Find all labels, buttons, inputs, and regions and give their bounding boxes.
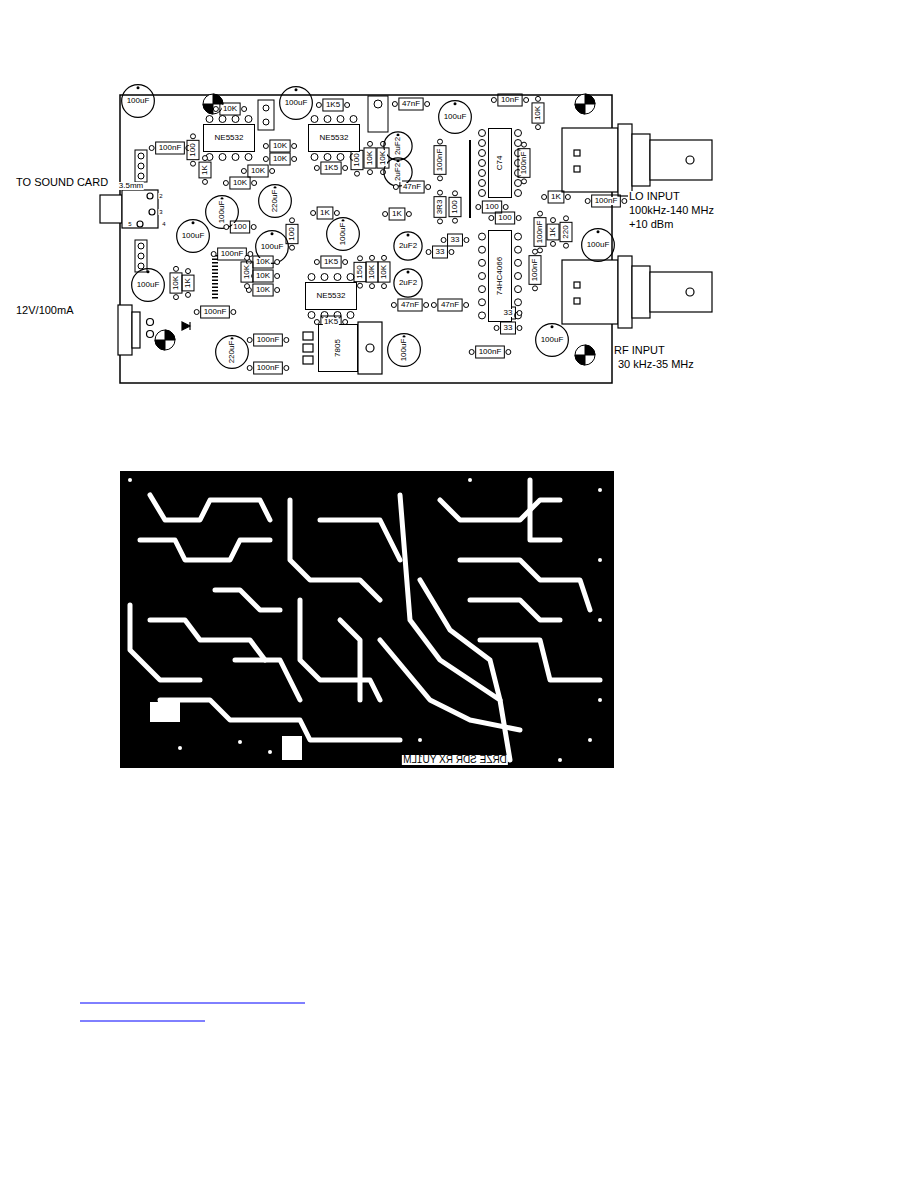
component-value: 100nF (256, 364, 281, 372)
component-value: 10K (250, 167, 266, 175)
component-value: 100nF (436, 148, 444, 173)
component-value: 100uF (126, 97, 151, 105)
component-value: 100uF (540, 336, 565, 344)
component-value: 100uF (284, 99, 309, 107)
component-value: 2uF2 (398, 242, 418, 250)
component-value: 1K (184, 277, 192, 289)
ic-label: NE5532 (320, 134, 349, 142)
component-value: 100nF (536, 220, 544, 245)
component-value: 100nF (256, 336, 281, 344)
component-value: 1K (550, 193, 562, 201)
component-value: 1K (391, 210, 403, 218)
component-value: 10K (255, 272, 271, 280)
ic-label: 7805 (334, 339, 342, 357)
component-value: 10K (222, 105, 238, 113)
component-value: 100 (189, 142, 197, 157)
ic-package: NE5532 (305, 282, 357, 310)
ic-label: NE5532 (215, 134, 244, 142)
component-value: 100 (232, 223, 247, 231)
component-value: 1K (201, 164, 209, 176)
component-value: 10K (534, 105, 542, 121)
component-value: 100uF (136, 281, 161, 289)
component-value: 10nF (500, 96, 520, 104)
component-value: 100uF (218, 200, 226, 225)
component-value: 100nF (158, 144, 183, 152)
component-value: 220uF (228, 340, 236, 365)
component-value: 10K (232, 179, 248, 187)
component-value: 100uF (400, 338, 408, 363)
connector-label: 12V/100mA (15, 305, 74, 316)
component-value: 220 (562, 224, 570, 239)
ic-package: 7805 (318, 324, 358, 372)
component-value: 10K (368, 264, 376, 280)
component-value: 1K5 (323, 318, 339, 326)
component-value: 1K (319, 209, 331, 217)
connector-label: RF INPUT (613, 345, 666, 356)
component-value: 2 (158, 193, 163, 199)
component-value: 47nF (401, 100, 421, 108)
component-value: 100uF (586, 241, 611, 249)
component-value: 1K (549, 226, 557, 238)
component-value: 100nF (478, 348, 503, 356)
component-value: 100nF (203, 308, 228, 316)
component-value: 10K (243, 264, 251, 280)
ic-label: 74HC4066 (496, 257, 504, 295)
component-value: 10K (379, 150, 387, 166)
component-value: 100nF (220, 250, 245, 258)
component-value: 150 (356, 264, 364, 279)
component-value: 10K (255, 286, 271, 294)
component-value: 10K (272, 142, 288, 150)
component-value: 100uF (260, 243, 285, 251)
board-title: DRZE SDR RX YU1LM (402, 755, 508, 765)
ic-package: C74 (488, 128, 512, 198)
component-value: 100 (353, 152, 361, 167)
component-value: 100 (451, 199, 459, 214)
component-value: 10K (366, 150, 374, 166)
ic-label: NE5532 (317, 292, 346, 300)
component-value: 1K5 (323, 258, 339, 266)
component-value: 3R3 (436, 199, 444, 216)
component-value: 10K (172, 275, 180, 291)
component-value: 33 (503, 309, 514, 317)
component-value: 47nF (402, 183, 422, 191)
component-value: 3.5mm (118, 182, 144, 190)
component-value: 10K (272, 155, 288, 163)
connector-label: 100kHz-140 MHz (628, 205, 715, 216)
component-value: 33 (450, 236, 461, 244)
component-value: 100nF (520, 151, 528, 176)
component-value: 100uF (443, 113, 468, 121)
component-value: 100 (288, 226, 296, 241)
connector-label: +10 dBm (628, 219, 674, 230)
component-value: 100uF (339, 222, 347, 247)
component-value: 10K (380, 264, 388, 280)
ic-label: C74 (496, 156, 504, 171)
component-value: 220uF (271, 189, 279, 214)
connector-label: 30 kHz-35 MHz (617, 359, 695, 370)
component-value: 5 (127, 221, 132, 227)
ic-package: NE5532 (308, 124, 360, 152)
component-value: 1K5 (323, 164, 339, 172)
component-value: 100nF (531, 258, 539, 283)
connector-label: LO INPUT (628, 191, 681, 202)
ic-package: NE5532 (203, 124, 255, 152)
component-value: 33 (503, 324, 514, 332)
component-value: 100nF (594, 197, 619, 205)
component-value: 1K5 (325, 101, 341, 109)
component-value: 100uF (181, 232, 206, 240)
connector-label: TO SOUND CARD (15, 177, 109, 188)
component-value: 100 (497, 214, 512, 222)
component-value: 33 (435, 248, 446, 256)
component-value: 2uF2 (394, 162, 402, 182)
component-value: 10K (255, 258, 271, 266)
component-value: 4 (161, 221, 166, 227)
component-value: 2uF2 (398, 279, 418, 287)
component-value: 100 (484, 203, 499, 211)
component-value: 3 (158, 209, 163, 215)
component-value: 47nF (400, 301, 420, 309)
component-value: 2uF2 (394, 136, 402, 156)
component-value: 47nF (440, 301, 460, 309)
